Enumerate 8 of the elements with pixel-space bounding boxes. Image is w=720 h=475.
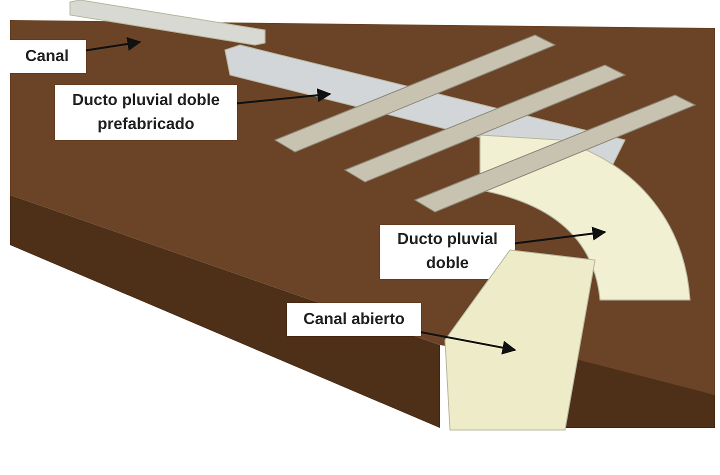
callout-label: Canal: [8, 40, 86, 73]
callout-label: Canal abierto: [287, 303, 421, 336]
leader-line: [420, 331, 516, 355]
leader-line: [514, 226, 606, 244]
leader-line: [236, 88, 332, 104]
leader-line: [86, 37, 142, 52]
callout-label: Ducto pluvial doble prefabricado: [55, 85, 237, 140]
callout-label: Ducto pluvial doble: [380, 225, 515, 279]
